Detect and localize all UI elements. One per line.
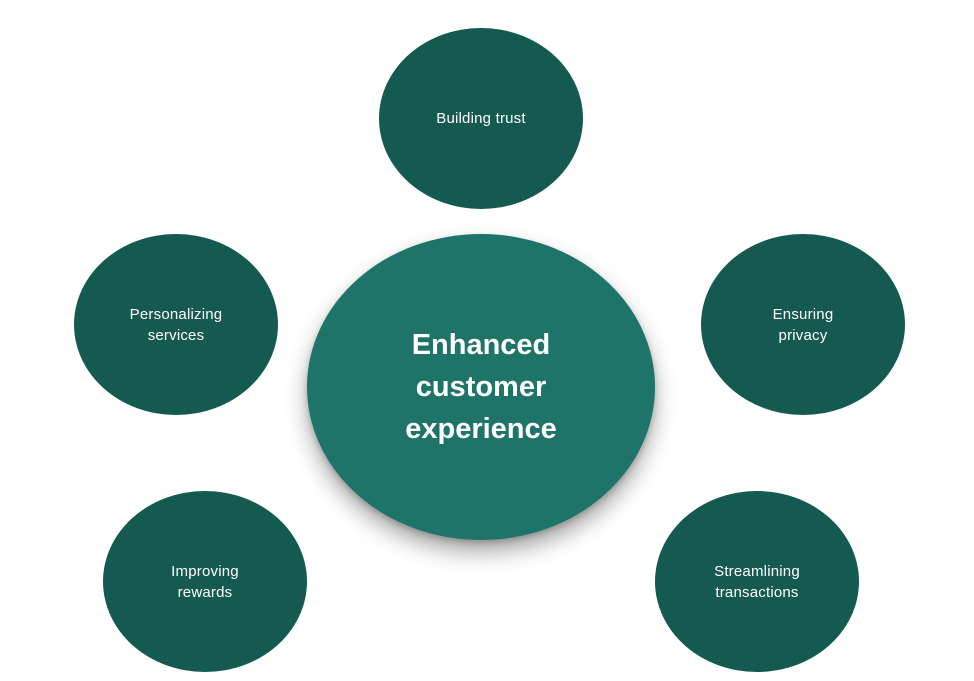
node-building-trust-label: Building trust [436, 108, 526, 129]
improving-rewards-line-2: rewards [177, 583, 233, 601]
node-streamlining-transactions-label: Streamlining transactions [714, 561, 800, 603]
streamlining-transactions-line-2: transactions [715, 583, 799, 601]
streamlining-transactions-line-1: Streamlining [714, 562, 800, 580]
node-personalizing-services-label: Personalizing services [130, 304, 223, 346]
center-node: Enhanced customer experience [307, 234, 655, 540]
node-ensuring-privacy: Ensuring privacy [701, 234, 905, 415]
personalizing-services-line-1: Personalizing [129, 305, 223, 323]
ensuring-privacy-line-1: Ensuring [772, 305, 834, 323]
ensuring-privacy-line-2: privacy [778, 326, 828, 344]
node-personalizing-services: Personalizing services [74, 234, 278, 415]
node-streamlining-transactions: Streamlining transactions [655, 491, 859, 672]
building-trust-line-1: Building trust [436, 110, 526, 127]
center-label-line-2: customer [415, 371, 547, 403]
node-ensuring-privacy-label: Ensuring privacy [773, 304, 834, 346]
center-label-line-3: experience [405, 413, 557, 445]
center-label-line-1: Enhanced [411, 329, 551, 361]
improving-rewards-line-1: Improving [171, 562, 239, 580]
node-improving-rewards-label: Improving rewards [171, 561, 239, 603]
center-node-label: Enhanced customer experience [405, 324, 557, 450]
personalizing-services-line-2: services [147, 326, 205, 344]
node-improving-rewards: Improving rewards [103, 491, 307, 672]
node-building-trust: Building trust [379, 28, 583, 209]
